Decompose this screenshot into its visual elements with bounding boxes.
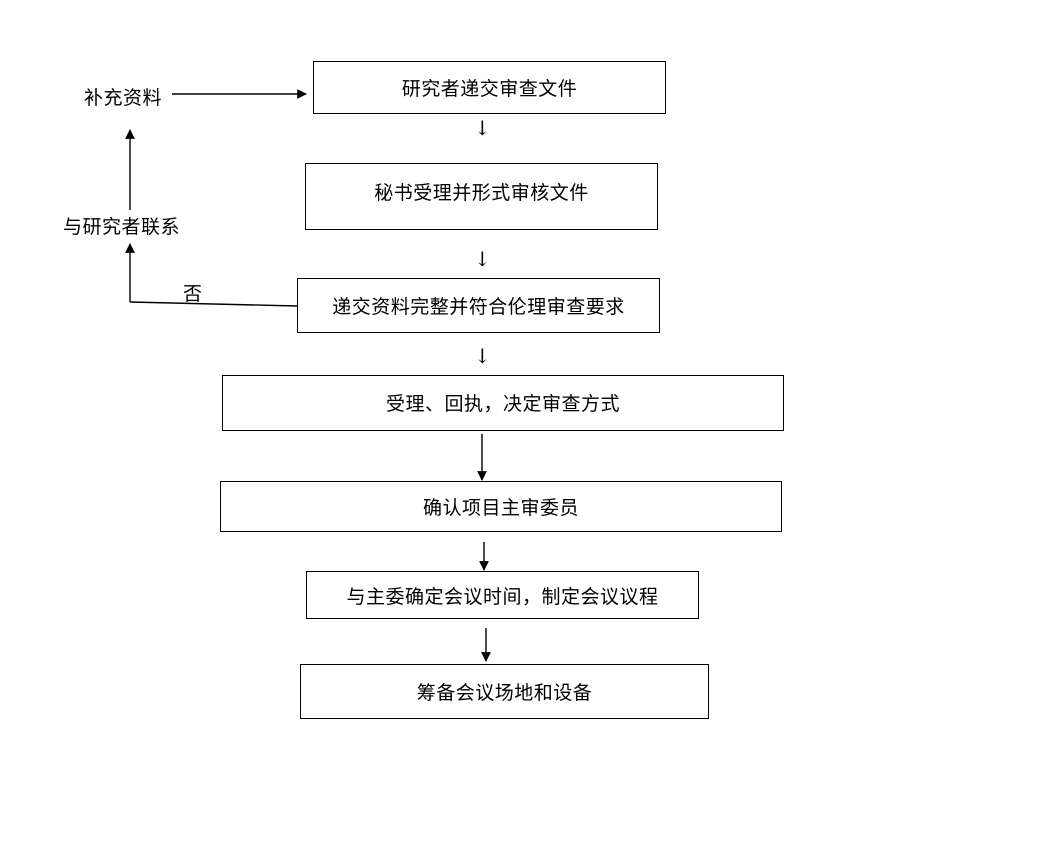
supplement-materials-label: 补充资料 [84, 87, 163, 109]
contact-researcher-label: 与研究者联系 [63, 216, 181, 238]
down-arrow-3: ↓ [474, 344, 491, 368]
step-prepare-venue: 筹备会议场地和设备 [300, 664, 709, 719]
step-submit-documents: 研究者递交审查文件 [313, 61, 666, 114]
no-label: 否 [183, 283, 203, 305]
down-arrow-1: ↓ [474, 116, 491, 140]
step-secretary-review: 秘书受理并形式审核文件 [305, 163, 658, 230]
step-completeness-check: 递交资料完整并符合伦理审查要求 [297, 278, 660, 333]
step-schedule-meeting: 与主委确定会议时间，制定会议议程 [306, 571, 699, 619]
down-arrow-2: ↓ [474, 247, 491, 271]
step-confirm-reviewer: 确认项目主审委员 [220, 481, 782, 532]
step-accept-receipt: 受理、回执，决定审查方式 [222, 375, 784, 431]
no-branch-line [129, 301, 298, 307]
